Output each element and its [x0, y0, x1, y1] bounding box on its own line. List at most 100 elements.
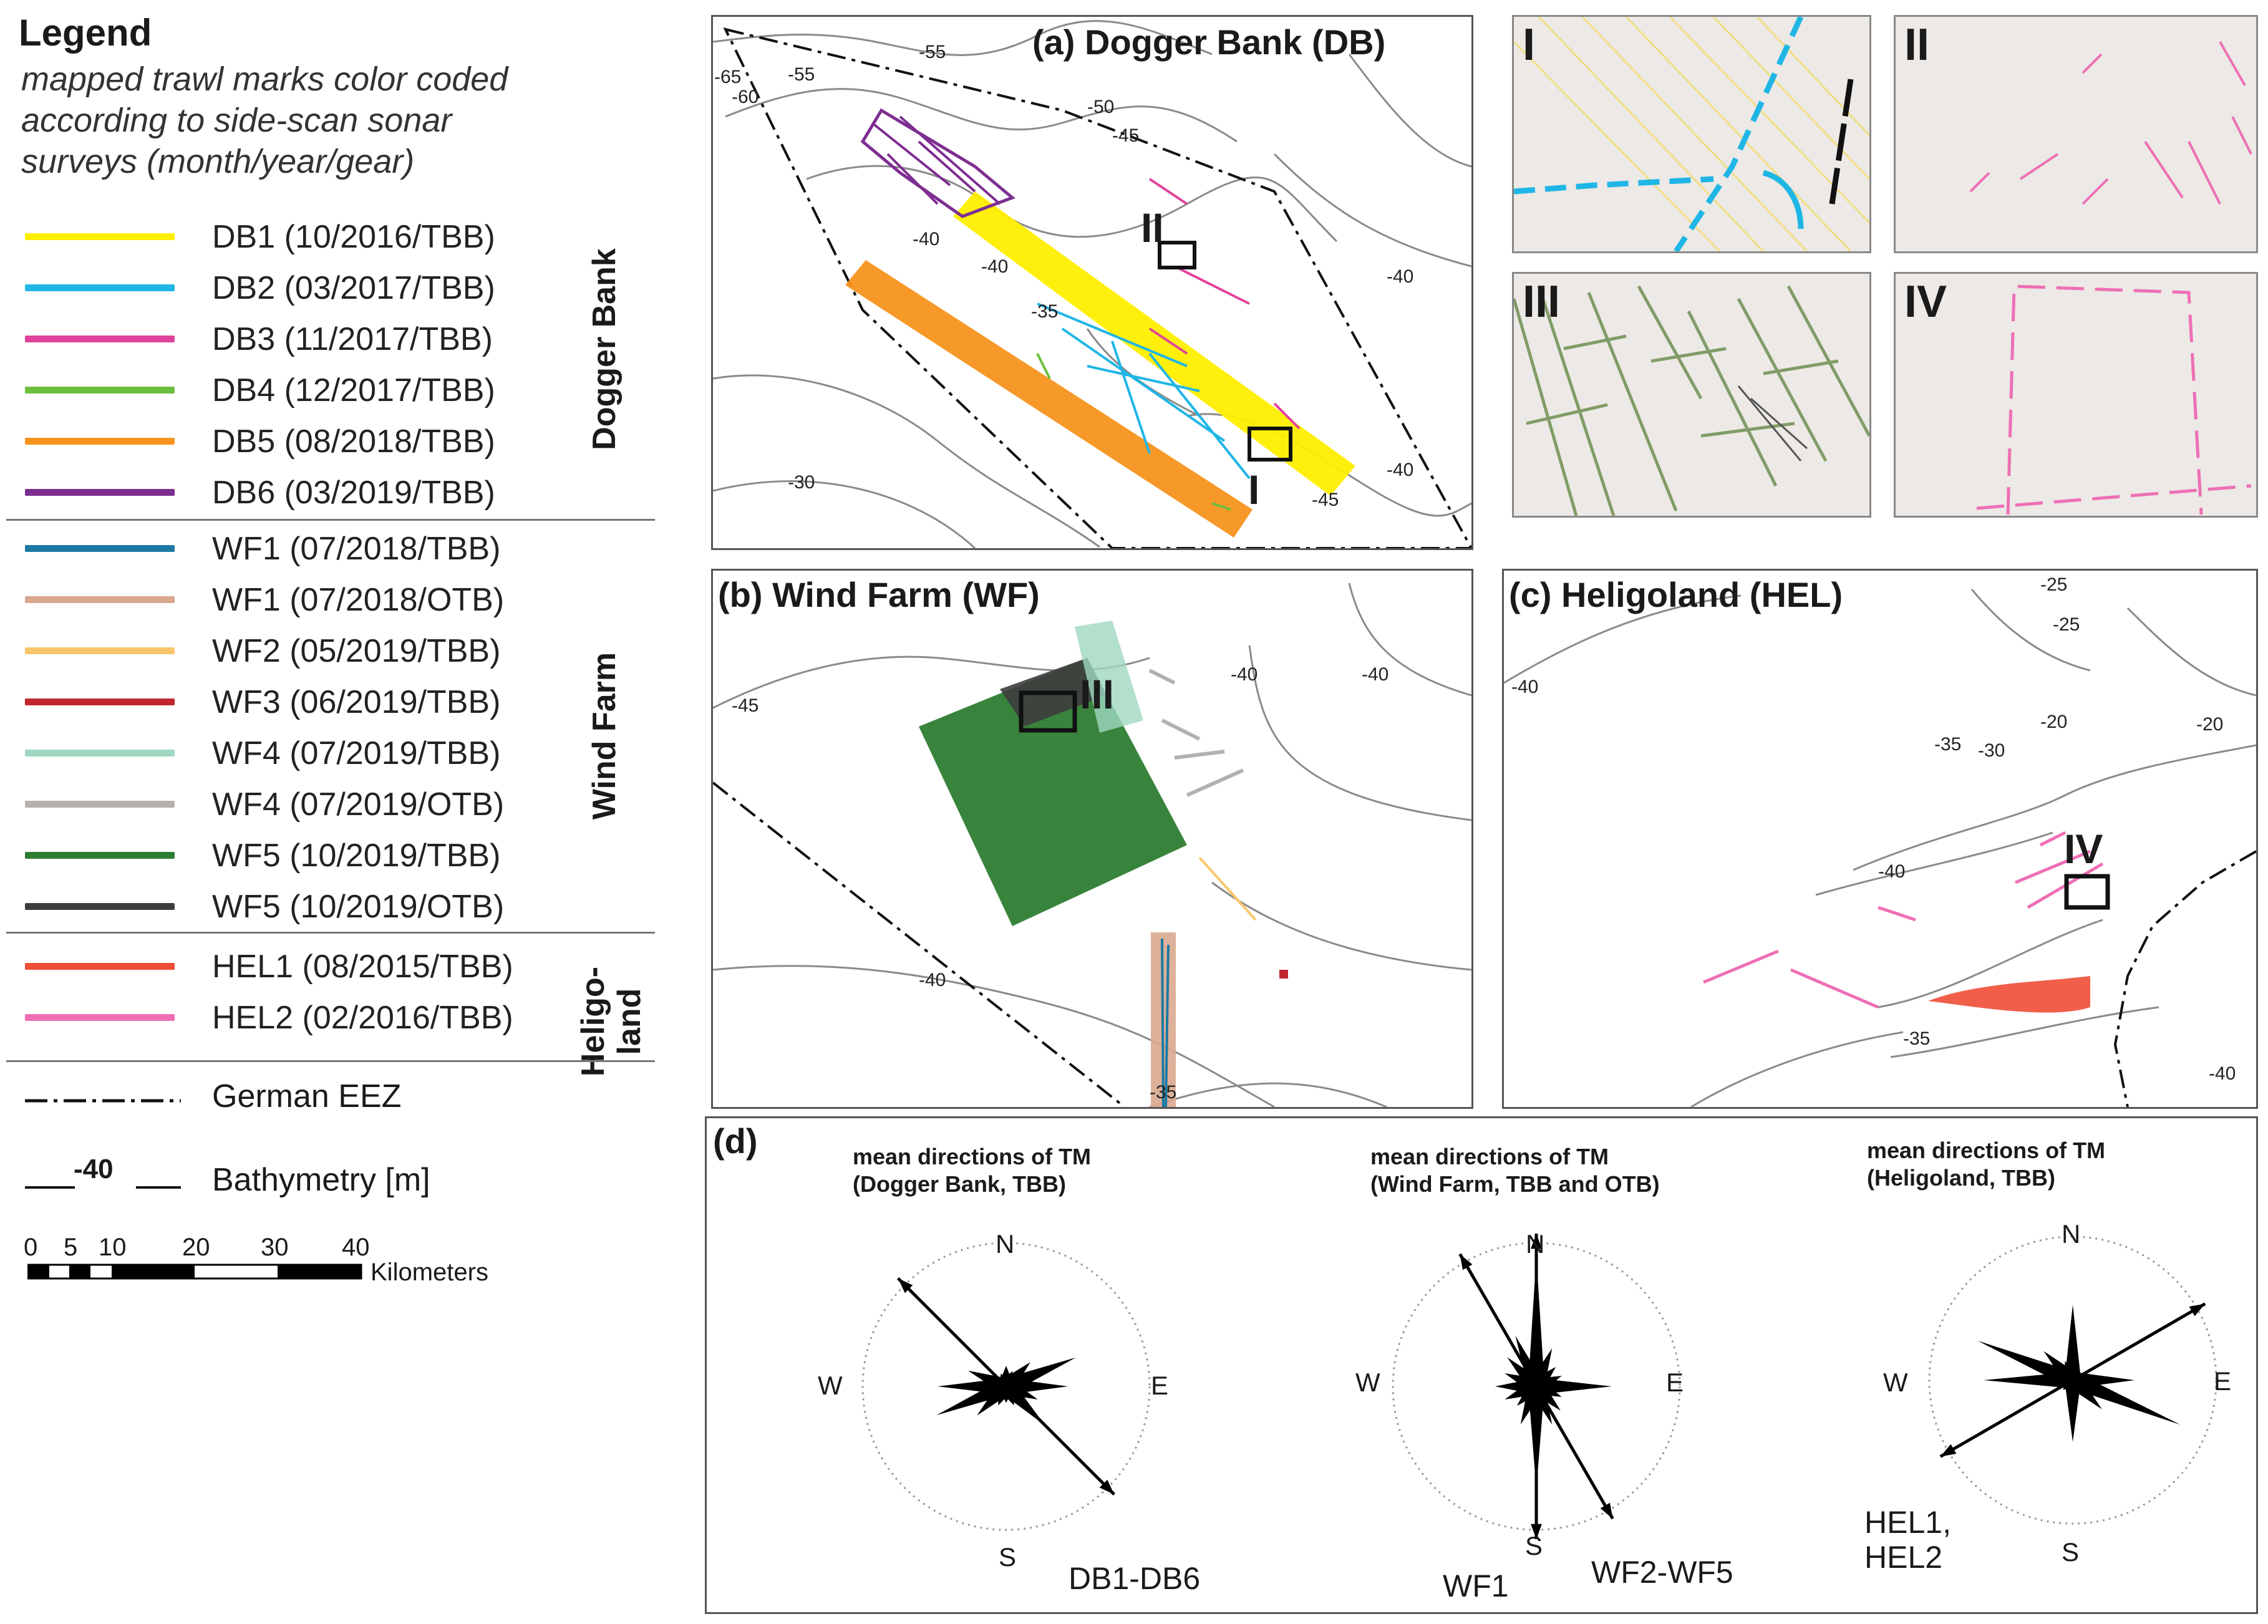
inset-box-ii: [1158, 241, 1196, 269]
scale-tick-label: 40: [342, 1234, 370, 1261]
legend-subtitle-line-1: mapped trawl marks color coded: [21, 60, 508, 98]
legend-label: DB2 (03/2017/TBB): [212, 270, 495, 306]
compass-s: S: [2062, 1537, 2080, 1567]
contour-line: [725, 88, 1238, 143]
scale-tick-label: 30: [261, 1234, 289, 1261]
wind-farm-map: [713, 582, 1471, 1107]
inset-box-iii: [1019, 690, 1077, 733]
scale-bar: [27, 1264, 362, 1280]
eez-line-sample: [25, 1099, 181, 1103]
depth-label: -40: [1387, 266, 1414, 287]
legend-separator: [6, 1060, 655, 1062]
survey-db6: [860, 108, 1015, 218]
depth-label: -25: [2053, 614, 2080, 635]
legend-label: DB4 (12/2017/TBB): [212, 372, 495, 408]
legend-item-hel2: HEL2 (02/2016/TBB): [19, 999, 555, 1049]
legend-label: WF1 (07/2018/OTB): [212, 582, 505, 618]
legend-label: WF2 (05/2019/TBB): [212, 633, 501, 669]
contour-line: [806, 165, 1338, 243]
legend-subtitle-line-3: surveys (month/year/gear): [21, 143, 415, 180]
rose-arrow-head: [2189, 1303, 2206, 1317]
legend-item-db2: DB2 (03/2017/TBB): [19, 269, 555, 319]
legend-label: WF5 (10/2019/OTB): [212, 889, 505, 925]
survey-db4-marks: [1036, 353, 1231, 511]
depth-label: -40: [1362, 664, 1389, 685]
inset-i-label: I: [1523, 20, 1536, 70]
legend-item-wf3: WF3 (06/2019/TBB): [19, 684, 555, 733]
contour-line: [713, 20, 1213, 56]
contour-line: [1348, 582, 1471, 697]
legend-label: DB1 (10/2016/TBB): [212, 219, 495, 255]
legend-label: WF4 (07/2019/TBB): [212, 735, 501, 771]
inset-ii: II: [1894, 15, 2258, 253]
legend-label: DB6 (03/2019/TBB): [212, 475, 495, 511]
legend-item-wf4-otb: WF4 (07/2019/OTB): [19, 786, 555, 836]
legend-label: HEL1 (08/2015/TBB): [212, 949, 513, 985]
contour-line: [1248, 645, 1471, 821]
rose-title-line-1: mean directions of TM: [1867, 1138, 2106, 1163]
eez-boundary: [2113, 850, 2256, 1107]
compass-n: N: [996, 1229, 1015, 1259]
rose-chart-wind-farm: [1392, 1234, 1681, 1539]
panel-direction-roses: (d) mean directions of TM (Dogger Bank, …: [705, 1116, 2258, 1614]
legend-item-hel1: HEL1 (08/2015/TBB): [19, 948, 555, 998]
scale-unit: Kilometers: [371, 1259, 488, 1286]
depth-label: -40: [981, 256, 1009, 277]
rose-title-dogger-bank: mean directions of TM (Dogger Bank, TBB): [853, 1143, 1091, 1198]
legend-separator: [6, 519, 655, 521]
legend-swatch: [25, 233, 175, 240]
inset-iv-label: IV: [1904, 277, 1947, 327]
rose-petal: [2064, 1380, 2081, 1442]
box-label-iii: III: [1080, 671, 1115, 717]
compass-n: N: [2062, 1219, 2081, 1249]
depth-label: -35: [1934, 734, 1962, 755]
legend-swatch: [25, 387, 175, 394]
rose-arrow-head: [1099, 1479, 1115, 1495]
survey-wf1-tbb-marks: [1161, 938, 1170, 1107]
survey-db5: [845, 260, 1253, 538]
legend-swatch: [25, 801, 175, 808]
rose-arrow-head: [1940, 1444, 1957, 1457]
rose-arrow-shaft: [1939, 1302, 2206, 1458]
legend-swatch: [25, 647, 175, 654]
rose-chart-dogger-bank: [861, 1242, 1151, 1531]
legend-swatch: [25, 750, 175, 756]
compass-s: S: [999, 1542, 1017, 1572]
compass-w: W: [1355, 1368, 1380, 1397]
box-label-i: I: [1248, 466, 1260, 513]
panel-dogger-bank: (a) Dogger Bank (DB) -65 -60 -55 -55 -50…: [711, 15, 1473, 550]
legend-label: WF5 (10/2019/TBB): [212, 838, 501, 874]
legend-swatch: [25, 1014, 175, 1021]
rose-title-heligoland: mean directions of TM (Heligoland, TBB): [1867, 1137, 2105, 1192]
depth-label: -40: [919, 970, 946, 990]
depth-label: -45: [1312, 490, 1339, 510]
legend-label: DB3 (11/2017/TBB): [212, 321, 493, 357]
rose-arrow-head: [898, 1278, 913, 1293]
legend-swatch: [25, 698, 175, 705]
rose-title-wind-farm: mean directions of TM (Wind Farm, TBB an…: [1370, 1143, 1660, 1198]
legend-group-heligoland-line-1: Heligo-: [575, 966, 611, 1077]
contour-line: [713, 480, 976, 548]
legend-item-db5: DB5 (08/2018/TBB): [19, 423, 555, 473]
inset-box-iv: [2064, 874, 2110, 910]
legend-swatch: [25, 545, 175, 552]
legend-label: WF3 (06/2019/TBB): [212, 684, 501, 720]
rose-title-line-2: (Heligoland, TBB): [1867, 1165, 2055, 1191]
inset-iii-label: III: [1523, 277, 1561, 327]
survey-wf2-marks: [1198, 856, 1257, 921]
compass-w: W: [818, 1371, 843, 1400]
legend-item-db4: DB4 (12/2017/TBB): [19, 372, 555, 422]
bathymetry-label: Bathymetry [m]: [212, 1162, 430, 1198]
inset-iv: IV: [1894, 272, 2258, 518]
dogger-bank-map: [713, 20, 1471, 548]
depth-label: -55: [919, 42, 946, 62]
inset-i: I: [1512, 15, 1871, 253]
survey-db3-marks: [1148, 178, 1301, 430]
rose-title-line-2: (Dogger Bank, TBB): [853, 1171, 1066, 1197]
legend-title: Legend: [19, 12, 152, 54]
box-label-iv: IV: [2064, 826, 2103, 872]
depth-label: -55: [788, 64, 815, 85]
depth-label: -45: [1112, 125, 1140, 146]
panel-wind-farm: (b) Wind Farm (WF) -45 -40 -40 -40 -35 I…: [711, 569, 1473, 1109]
legend-group-dogger-bank: Dogger Bank: [586, 248, 623, 450]
